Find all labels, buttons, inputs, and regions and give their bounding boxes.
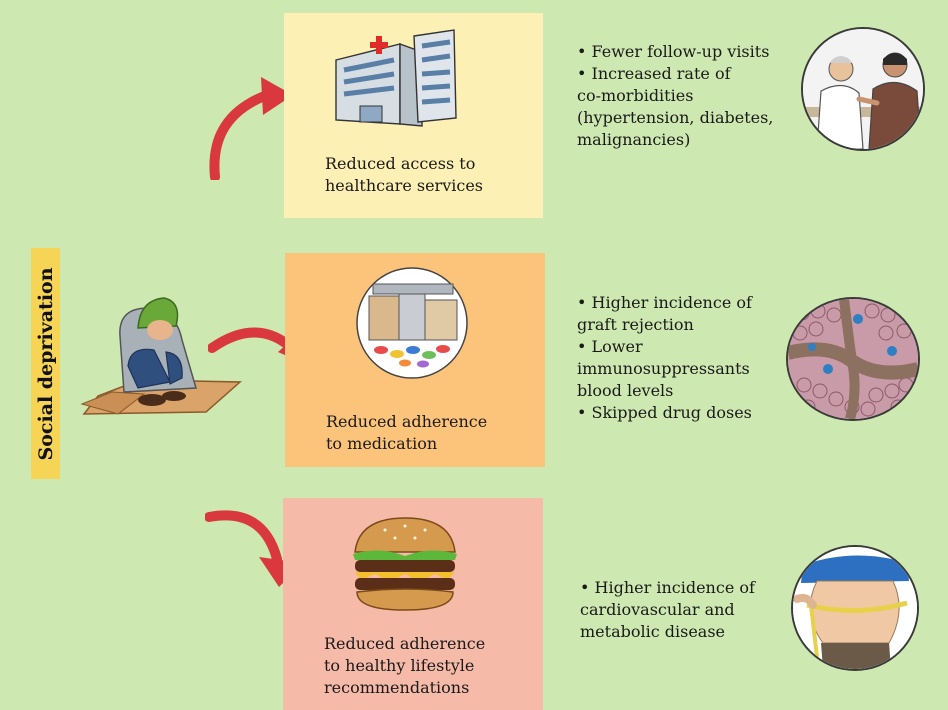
- hospital-building-icon: [335, 29, 457, 127]
- cause-box-lifestyle: Reduced adherence to healthy lifestyle r…: [283, 498, 543, 710]
- doctor-patient-icon: [801, 27, 925, 151]
- side-label-text: Social deprivation: [34, 266, 57, 461]
- side-label: Social deprivation: [31, 248, 60, 479]
- waist-measurement-icon: [791, 545, 919, 671]
- cause-label: Reduced access to healthcare services: [325, 154, 483, 195]
- cause-label: Reduced adherence to medication: [326, 412, 488, 453]
- homeless-person-icon: [80, 297, 242, 415]
- tissue-histology-icon: [786, 297, 920, 421]
- outcome-list-medication: • Higher incidence of graft rejection • …: [577, 293, 752, 422]
- hamburger-icon: [353, 517, 457, 611]
- cause-label: Reduced adherence to healthy lifestyle r…: [324, 634, 486, 697]
- outcome-list-lifestyle: • Higher incidence of cardiovascular and…: [580, 578, 755, 641]
- outcome-list-access: • Fewer follow-up visits • Increased rat…: [577, 42, 774, 149]
- curved-arrow-icon: [209, 77, 293, 180]
- cause-box-medication: Reduced adherence to medication: [285, 253, 545, 467]
- cause-box-healthcare-access: Reduced access to healthcare services: [284, 13, 543, 218]
- pharmacy-pills-icon: [356, 267, 468, 379]
